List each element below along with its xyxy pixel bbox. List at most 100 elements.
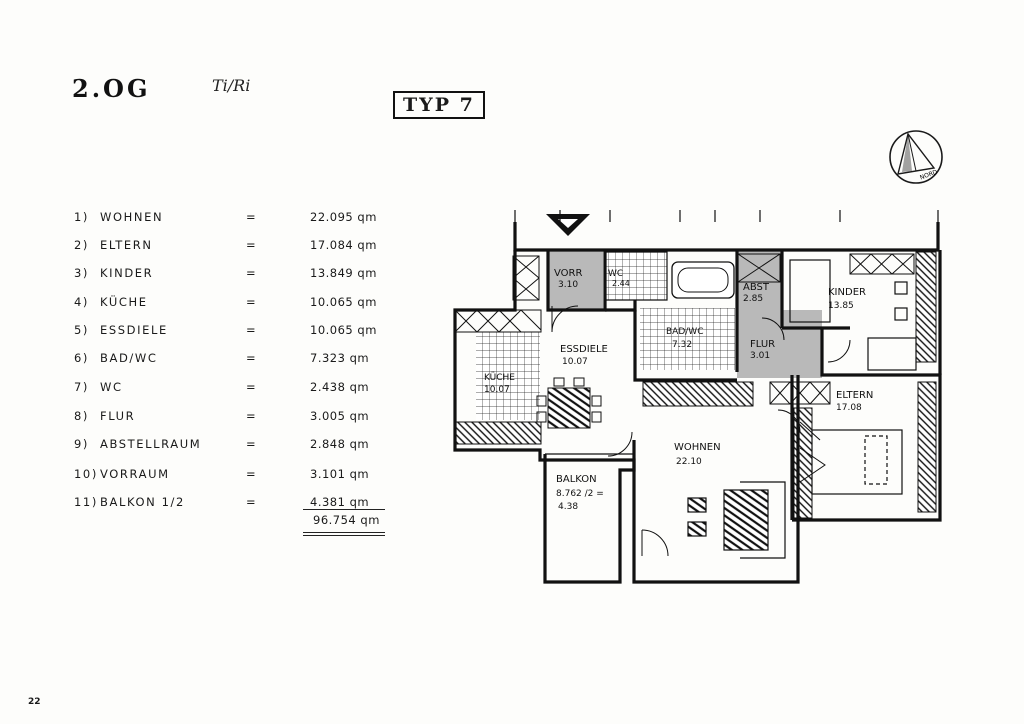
plan-label-vorr: VORR xyxy=(554,268,582,279)
equals-sign: = xyxy=(246,210,258,224)
room-name: WC xyxy=(100,380,123,394)
apartment-type-label: TYP 7 xyxy=(393,91,485,119)
room-area: 3.005 qm xyxy=(310,409,370,423)
room-name: VORRAUM xyxy=(100,467,170,481)
equals-sign: = xyxy=(246,266,258,280)
room-area: 4.381 qm xyxy=(310,495,370,509)
total-area: 96.754 qm xyxy=(313,513,380,527)
plan-area-kinder: 13.85 xyxy=(828,301,854,311)
living-furniture xyxy=(687,481,786,559)
room-number: 3) xyxy=(74,266,90,280)
room-number: 6) xyxy=(74,351,90,365)
room-area: 10.065 qm xyxy=(310,323,377,337)
room-area: 3.101 qm xyxy=(310,467,370,481)
plan-balkon-calc: 8.762 /2 = xyxy=(556,489,604,499)
plan-area-wohnen: 22.10 xyxy=(676,457,702,467)
handwritten-note: Ti/Ri xyxy=(212,76,251,95)
living-cabinet xyxy=(642,381,754,407)
equals-sign: = xyxy=(246,437,258,451)
room-area: 10.065 qm xyxy=(310,295,377,309)
floor-plan: VORR 3.10 WC 2.44 ABST 2.85 KINDER 13.85… xyxy=(453,210,942,584)
plan-label-flur: FLUR xyxy=(750,339,775,350)
room-number: 5) xyxy=(74,323,90,337)
dining-table xyxy=(547,387,591,429)
wc-tiles xyxy=(605,252,667,300)
room-name: KÜCHE xyxy=(100,295,148,309)
plan-label-balkon: BALKON xyxy=(556,474,597,485)
plan-label-wc: WC xyxy=(608,269,623,279)
sum-rule xyxy=(303,509,385,510)
total-double-rule-bottom xyxy=(303,535,385,536)
plan-area-essdiele: 10.07 xyxy=(562,357,588,367)
plan-label-kueche: KÜCHE xyxy=(484,372,515,383)
room-name: ELTERN xyxy=(100,238,153,252)
room-number: 4) xyxy=(74,295,90,309)
bathtub xyxy=(671,261,735,299)
room-number: 8) xyxy=(74,409,90,423)
room-area: 2.438 qm xyxy=(310,380,370,394)
room-name: BAD/WC xyxy=(100,351,158,365)
room-row: 3) KINDER = 13.849 qm xyxy=(74,266,394,288)
room-area: 17.084 qm xyxy=(310,238,377,252)
room-number: 9) xyxy=(74,437,90,451)
room-number: 11) xyxy=(74,495,98,509)
room-row: 10)VORRAUM = 3.101 qm xyxy=(74,467,394,489)
equals-sign: = xyxy=(246,495,258,509)
plan-area-kueche: 10.07 xyxy=(484,385,510,395)
room-row: 9) ABSTELLRAUM = 2.848 qm xyxy=(74,437,394,459)
room-area: 13.849 qm xyxy=(310,266,377,280)
north-compass-icon: NORD xyxy=(889,130,943,184)
room-name: KINDER xyxy=(100,266,154,280)
plan-label-bad: BAD/WC xyxy=(666,327,703,337)
page-number: 22 xyxy=(28,697,41,707)
room-number: 1) xyxy=(74,210,90,224)
room-name: ABSTELLRAUM xyxy=(100,437,202,451)
shaded-circulation xyxy=(548,250,822,378)
floor-label: 2.OG xyxy=(72,74,151,103)
eltern-wardrobe xyxy=(917,381,937,513)
plan-area-bad: 7.32 xyxy=(672,340,692,350)
plan-area-abst: 2.85 xyxy=(743,294,763,304)
bath-tiles xyxy=(640,308,735,370)
kitchen-tiles xyxy=(476,332,540,420)
equals-sign: = xyxy=(246,380,258,394)
plan-area-wc: 2.44 xyxy=(612,279,630,288)
plan-label-kinder: KINDER xyxy=(828,287,866,298)
room-name: WOHNEN xyxy=(100,210,164,224)
total-double-rule-top xyxy=(303,532,385,533)
room-row: 6) BAD/WC = 7.323 qm xyxy=(74,351,394,373)
kinder-wardrobe xyxy=(915,251,937,363)
room-row: 11)BALKON 1/2 = 4.381 qm xyxy=(74,495,394,517)
room-row: 8) FLUR = 3.005 qm xyxy=(74,409,394,431)
kinder-bed xyxy=(867,337,917,371)
equals-sign: = xyxy=(246,467,258,481)
plan-label-essdiele: ESSDIELE xyxy=(560,344,608,355)
room-name: ESSDIELE xyxy=(100,323,168,337)
room-name: FLUR xyxy=(100,409,136,423)
plan-label-wohnen: WOHNEN xyxy=(674,442,721,453)
plan-area-vorr: 3.10 xyxy=(558,280,578,290)
room-number: 7) xyxy=(74,380,90,394)
room-row: 4) KÜCHE = 10.065 qm xyxy=(74,295,394,317)
equals-sign: = xyxy=(246,295,258,309)
room-name: BALKON 1/2 xyxy=(100,495,185,509)
room-number: 2) xyxy=(74,238,90,252)
plan-area-balkon: 4.38 xyxy=(558,502,578,512)
room-area: 22.095 qm xyxy=(310,210,377,224)
equals-sign: = xyxy=(246,238,258,252)
room-row: 2) ELTERN = 17.084 qm xyxy=(74,238,394,260)
double-bed xyxy=(811,429,903,495)
plan-label-abst: ABST xyxy=(743,282,770,293)
kitchen-counter xyxy=(454,421,542,445)
plan-area-flur: 3.01 xyxy=(750,351,770,361)
plan-label-eltern: ELTERN xyxy=(836,390,873,401)
room-area: 7.323 qm xyxy=(310,351,370,365)
equals-sign: = xyxy=(246,323,258,337)
room-number: 10) xyxy=(74,467,98,481)
equals-sign: = xyxy=(246,409,258,423)
equals-sign: = xyxy=(246,351,258,365)
room-row: 7) WC = 2.438 qm xyxy=(74,380,394,402)
plan-area-eltern: 17.08 xyxy=(836,403,862,413)
room-area: 2.848 qm xyxy=(310,437,370,451)
room-row: 5) ESSDIELE = 10.065 qm xyxy=(74,323,394,345)
